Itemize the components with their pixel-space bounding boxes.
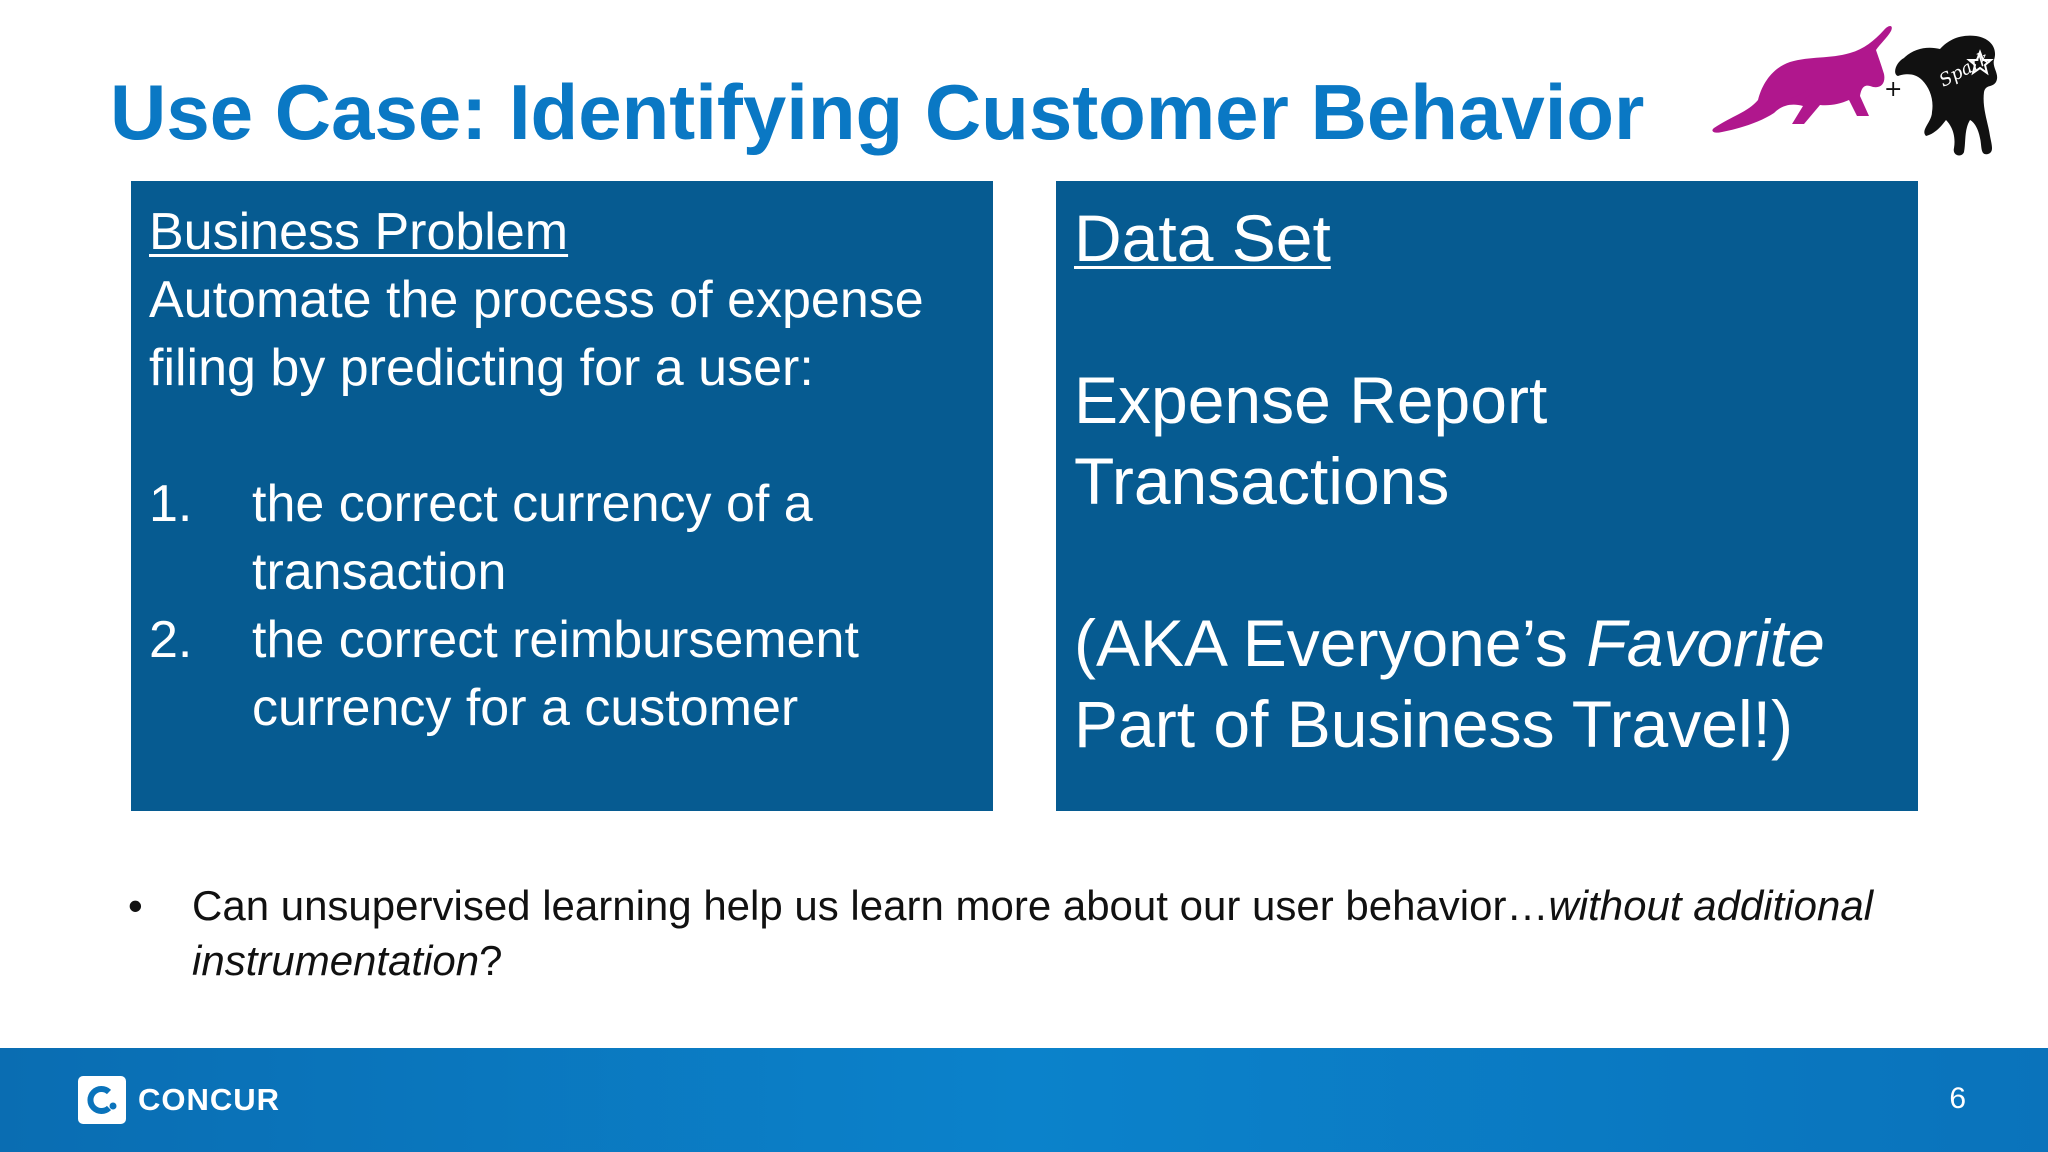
- data-set-note-prefix: (AKA Everyone’s: [1074, 606, 1587, 680]
- spacer: [1074, 279, 1900, 360]
- spacer: [149, 402, 975, 470]
- list-item: 2. the correct reimbursement currency fo…: [149, 606, 975, 742]
- bullet-list: • Can unsupervised learning help us lear…: [118, 878, 1918, 988]
- dog-logos-art: + Spark: [1712, 26, 1998, 156]
- concur-logo: CONCUR: [78, 1075, 280, 1125]
- business-problem-intro: Automate the process of expense filing b…: [149, 271, 924, 397]
- dog-logos: + Spark: [1708, 18, 2008, 173]
- business-problem-panel: Business Problem Automate the process of…: [131, 181, 993, 811]
- data-set-heading: Data Set: [1074, 201, 1331, 275]
- list-text: the correct reimbursement currency for a…: [252, 611, 859, 737]
- prediction-list: 1. the correct currency of a transaction…: [149, 470, 975, 742]
- bullet-question: Can unsupervised learning help us learn …: [192, 882, 1549, 929]
- list-text: the correct currency of a transaction: [252, 475, 813, 601]
- magenta-dog-icon: [1712, 26, 1892, 133]
- data-set-note-emphasis: Favorite: [1586, 606, 1825, 680]
- spacer: [1074, 522, 1900, 603]
- list-number: 2.: [149, 611, 193, 669]
- concur-wordmark: CONCUR: [138, 1082, 281, 1117]
- business-problem-heading: Business Problem: [149, 203, 569, 261]
- data-set-description: Expense Report Transactions: [1074, 363, 1548, 518]
- bullet-emphasis: without additional instrumentation: [192, 882, 1874, 984]
- slide-title: Use Case: Identifying Customer Behavior: [110, 68, 1645, 156]
- star-icon: [1966, 49, 1994, 76]
- data-set-note-suffix: Part of Business Travel!): [1074, 687, 1793, 761]
- page-number: 6: [1949, 1082, 1966, 1115]
- concur-logo-icon: [78, 1076, 126, 1124]
- bullet-question-mark: ?: [479, 937, 503, 984]
- concur-c-icon: [87, 1086, 117, 1114]
- list-number: 1.: [149, 475, 193, 533]
- list-item: • Can unsupervised learning help us lear…: [118, 878, 1918, 988]
- list-item: 1. the correct currency of a transaction: [149, 470, 975, 606]
- data-set-note: (AKA Everyone’s Favorite Part of Busines…: [1074, 603, 1900, 765]
- bullet-marker: •: [128, 882, 143, 929]
- data-set-panel: Data Set Expense Report Transactions (AK…: [1056, 181, 1918, 811]
- plus-sign: +: [1884, 77, 1902, 102]
- footer-bar: CONCUR 6: [0, 1048, 2048, 1152]
- bullet-text: Can unsupervised learning help us learn …: [192, 878, 1918, 988]
- black-dog-icon: [1895, 35, 1998, 156]
